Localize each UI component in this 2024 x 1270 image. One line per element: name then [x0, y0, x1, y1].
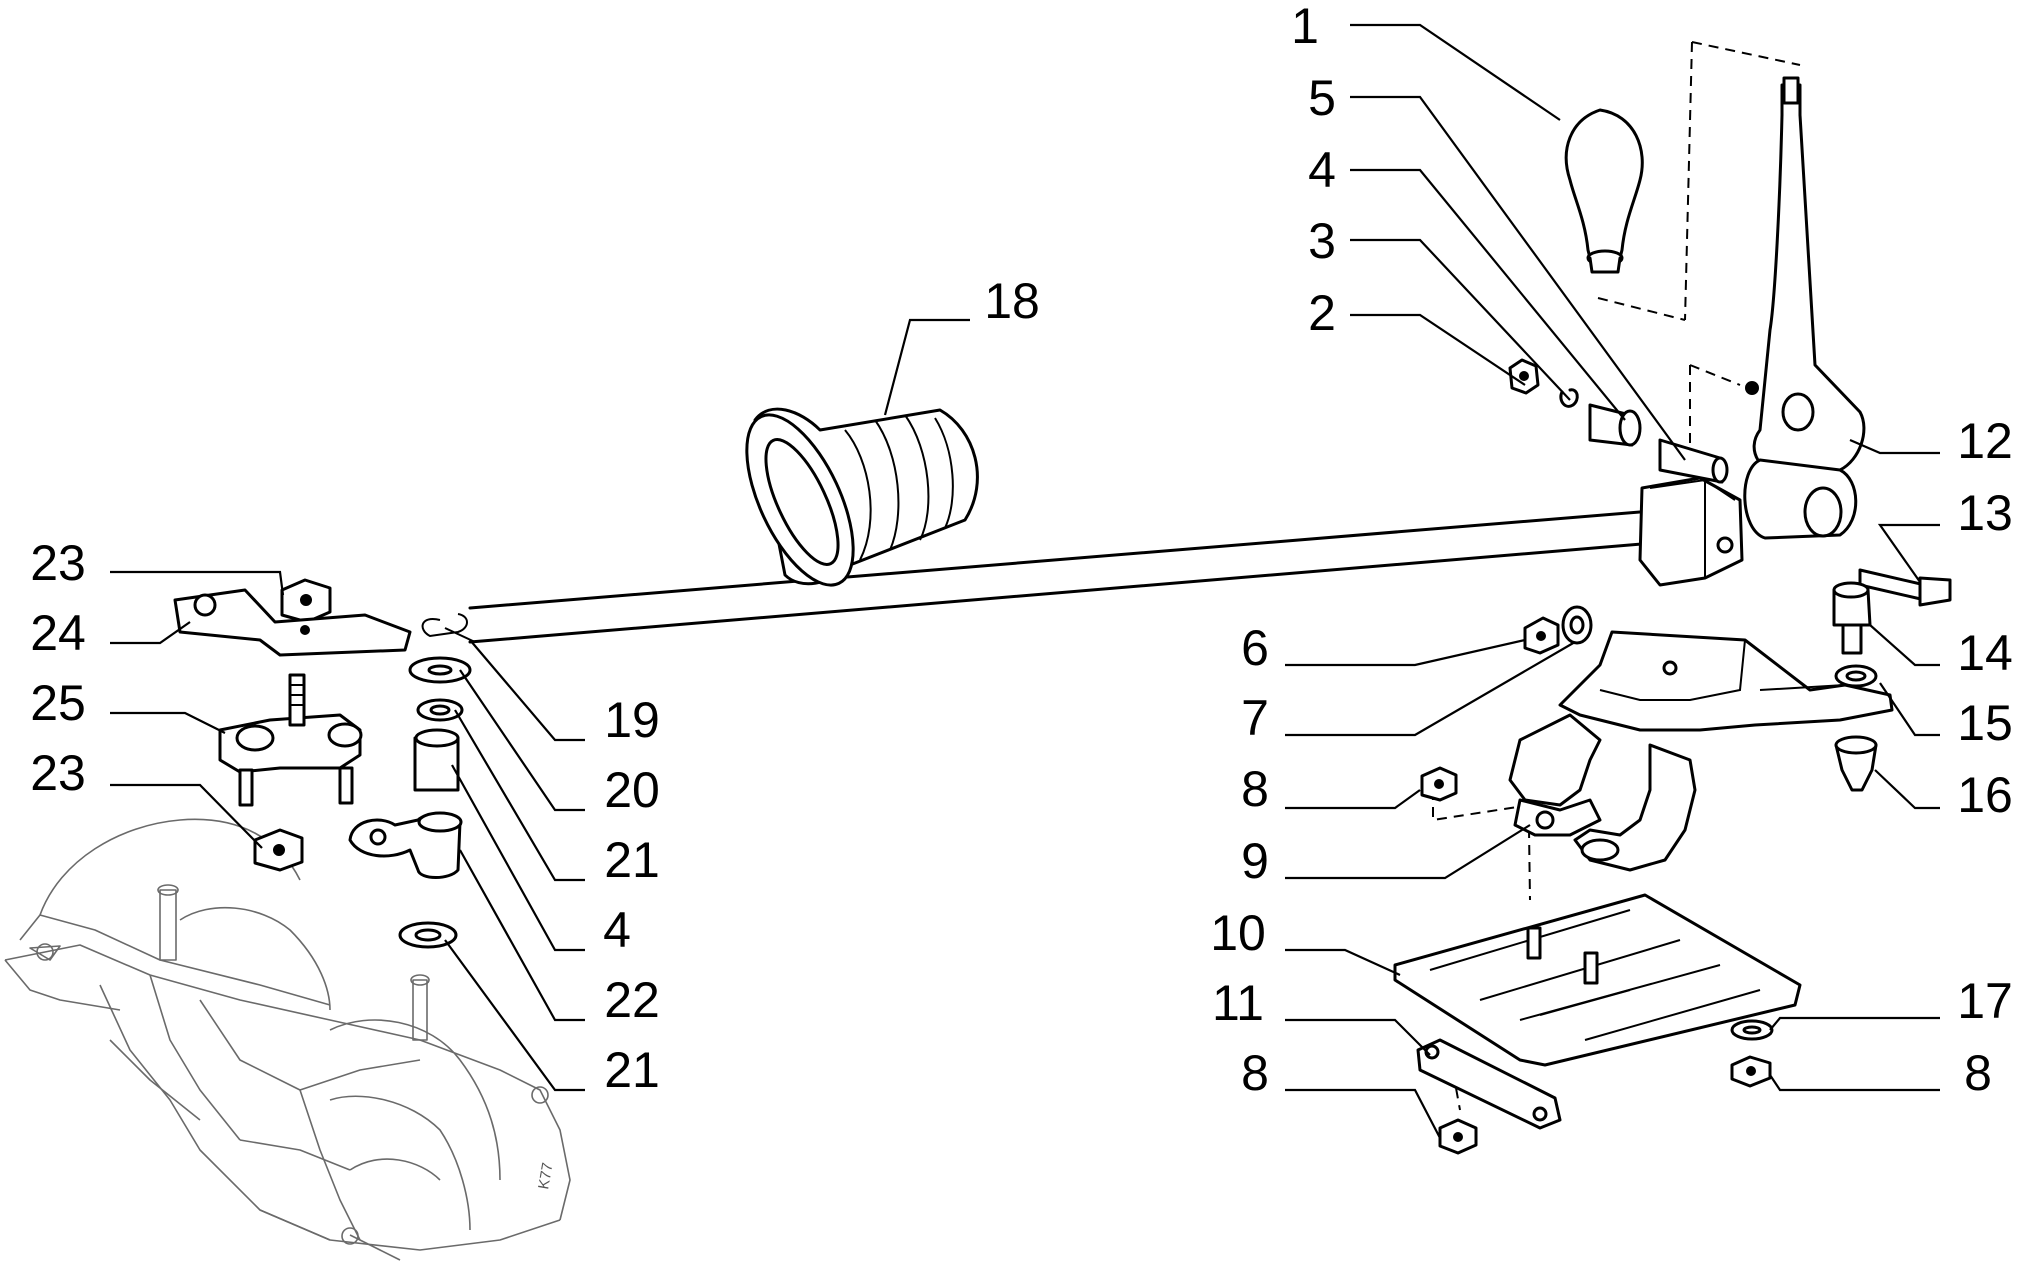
callout-21-upper: 21 [604, 832, 660, 888]
callout-20: 20 [604, 762, 660, 818]
callout-14: 14 [1957, 625, 2013, 681]
callout-9: 9 [1241, 833, 1269, 889]
nut-washer-6-7 [1523, 605, 1593, 655]
base-plate-part-10 [1393, 893, 1802, 1067]
callout-1: 1 [1291, 0, 1319, 54]
callout-18: 18 [984, 273, 1040, 329]
callout-19: 19 [604, 692, 660, 748]
callout-10: 10 [1210, 905, 1266, 961]
callout-8-right: 8 [1964, 1045, 1992, 1101]
callout-25: 25 [30, 675, 86, 731]
leader-lines [110, 23, 1940, 1139]
stud-bracket-part-25 [218, 673, 363, 807]
screw-washer-plug-right [1832, 581, 1878, 792]
gearbox-housing: K77 [4, 818, 571, 1261]
callout-2: 2 [1308, 285, 1336, 341]
nut-part-23-upper [280, 578, 332, 624]
rod-clevis [1638, 476, 1744, 587]
callout-5: 5 [1308, 70, 1336, 126]
nut-part-8-bottom [1438, 1118, 1478, 1155]
callout-8-bottom: 8 [1241, 1045, 1269, 1101]
mounting-bracket-part-9 [1508, 630, 1894, 872]
callout-11: 11 [1212, 975, 1264, 1031]
callout-22: 22 [604, 972, 660, 1028]
callout-8-upper: 8 [1241, 761, 1269, 817]
gear-knob-part-1 [1564, 108, 1644, 274]
callout-3: 3 [1308, 213, 1336, 269]
callout-15: 15 [1957, 695, 2013, 751]
bushing-stack-left [348, 656, 472, 949]
nut-part-23-lower [253, 828, 304, 872]
callout-23-lower: 23 [30, 745, 86, 801]
clip-part-19 [421, 613, 476, 643]
small-hardware-upper [1508, 358, 1729, 484]
bolt-part-13 [1858, 568, 1952, 607]
link-plate-part-24 [173, 588, 412, 657]
washer-nut-17-8-right [1730, 1019, 1774, 1088]
callout-4-upper: 4 [1308, 142, 1336, 198]
rubber-boot-part-18 [745, 407, 979, 587]
callout-4-lower: 4 [603, 902, 631, 958]
gear-lever-part-12 [1743, 76, 1866, 540]
callout-23-upper: 23 [30, 535, 86, 591]
callout-7: 7 [1241, 690, 1269, 746]
callout-labels: 1 5 4 3 2 18 12 13 14 15 16 17 8 6 7 8 9… [30, 0, 2013, 1101]
callout-16: 16 [1957, 767, 2013, 823]
callout-21-lower: 21 [604, 1042, 660, 1098]
callout-24: 24 [30, 605, 86, 661]
housing-stamp: K77 [535, 1161, 556, 1190]
callout-13: 13 [1957, 485, 2013, 541]
callout-6: 6 [1241, 620, 1269, 676]
callout-12: 12 [1957, 413, 2013, 469]
callout-17: 17 [1957, 973, 2013, 1029]
nut-part-8-upper [1420, 766, 1458, 802]
selector-rod [468, 506, 1692, 644]
